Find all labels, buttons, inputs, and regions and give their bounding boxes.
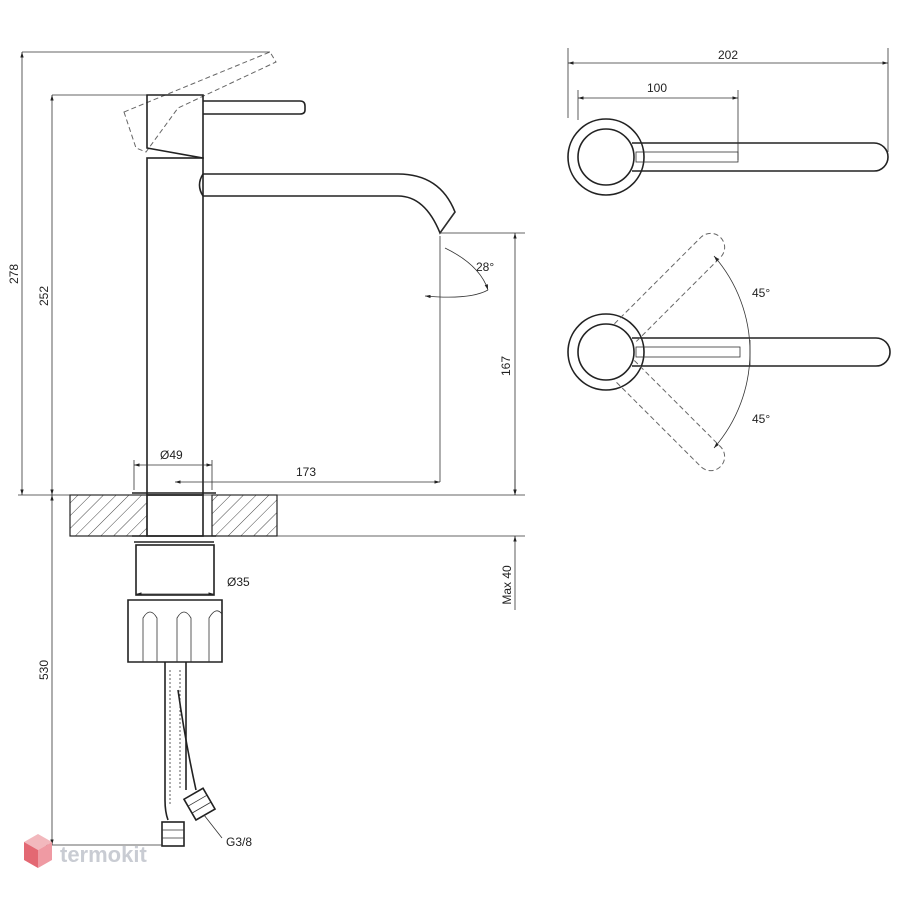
dim-top-total-length: 202 (718, 48, 738, 62)
counter-section (69, 492, 278, 663)
top-view-rotation: 45° 45° (567, 232, 891, 472)
dim-body-height: 252 (37, 286, 51, 306)
dim-spout-angle: 28° (476, 260, 494, 274)
top-lever-2 (632, 337, 891, 367)
spout-angle-arc (444, 247, 489, 291)
top-lever-1 (632, 142, 889, 172)
lever-rotated-up (614, 232, 726, 344)
termokit-logo: termokit (24, 834, 147, 868)
dim-spout-reach: 173 (296, 465, 316, 479)
spout (203, 173, 456, 235)
dim-hose-length: 530 (37, 660, 51, 680)
dim-counter-thickness: Max 40 (500, 565, 514, 605)
counter-top-hatch-right (211, 494, 278, 537)
mounting-nut (127, 599, 223, 663)
dim-total-height: 278 (7, 264, 21, 284)
handle-cap (146, 94, 204, 159)
lever-rotated-down (614, 360, 726, 472)
faucet-body (146, 157, 204, 496)
dim-rotation-up: 45° (752, 286, 770, 300)
side-dimensions: 278 252 167 28° Ø49 173 Max 40 Ø35 530 (7, 51, 525, 849)
flexible-hoses (161, 662, 223, 847)
dim-shank-diameter: Ø35 (227, 575, 250, 589)
counter-top-hatch-left (69, 494, 148, 537)
mounting-sleeve (146, 494, 204, 537)
lever (203, 100, 306, 115)
dim-base-diameter: Ø49 (160, 448, 183, 462)
faucet-side-view (123, 51, 489, 496)
top-view-straight: 202 100 (567, 48, 889, 196)
dim-spout-height: 167 (499, 356, 513, 376)
dim-rotation-down: 45° (752, 412, 770, 426)
threaded-shank (135, 544, 215, 596)
hose-fitting-right (182, 787, 217, 822)
hose-fitting-left (161, 821, 185, 847)
dim-top-lever-length: 100 (647, 81, 667, 95)
dim-hose-thread: G3/8 (226, 835, 252, 849)
logo-wordmark: termokit (60, 842, 147, 867)
cube-icon (24, 834, 52, 868)
